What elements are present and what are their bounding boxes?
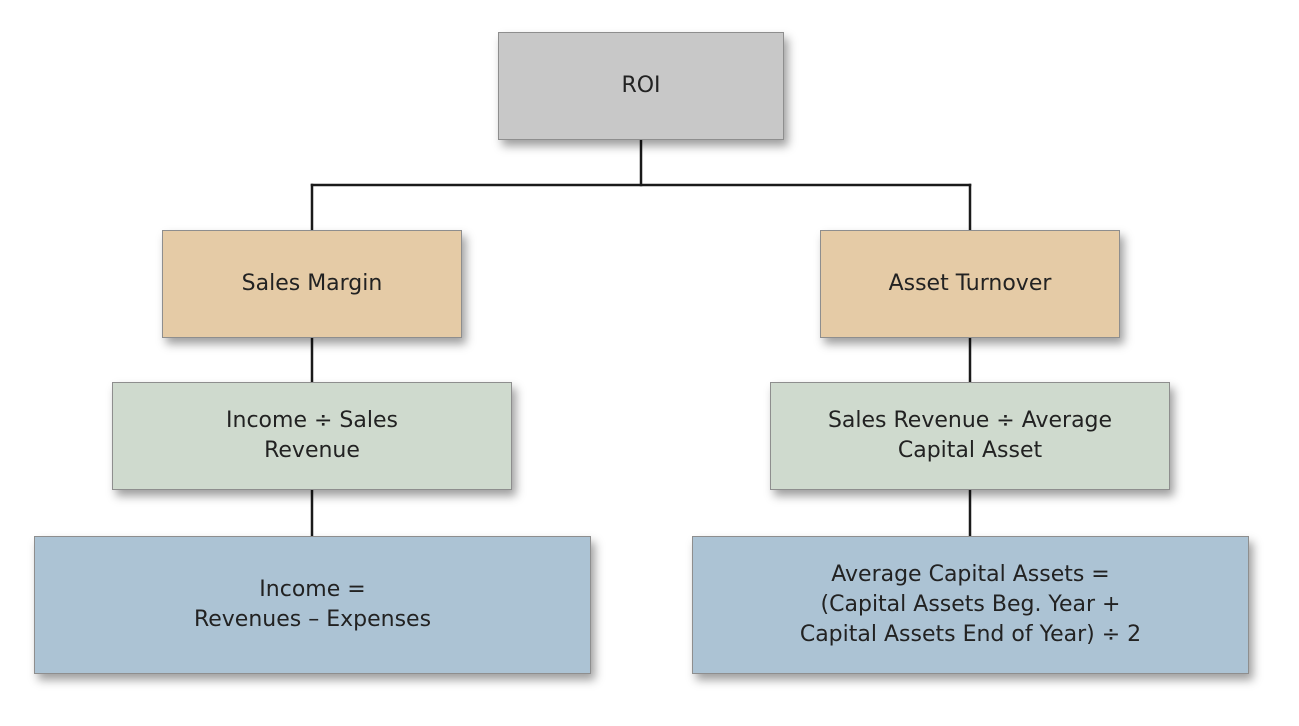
asset-turnover-label: Asset Turnover [888,271,1052,296]
sales-margin-formula-box: Income ÷ Sales Revenue [112,382,512,490]
asset-turnover-formula-box: Sales Revenue ÷ Average Capital Asset [770,382,1170,490]
sales-margin-formula-label: Income ÷ Sales Revenue [226,408,398,463]
asset-turnover-formula-label: Sales Revenue ÷ Average Capital Asset [827,408,1113,463]
average-capital-assets-box: Average Capital Assets = (Capital Assets… [692,536,1249,674]
roi-box: ROI [498,32,784,140]
average-capital-assets-label: Average Capital Assets = (Capital Assets… [799,562,1142,647]
income-definition-label: Income = Revenues – Expenses [193,577,432,632]
income-definition-box: Income = Revenues – Expenses [34,536,591,674]
roi-label: ROI [621,73,661,98]
sales-margin-box: Sales Margin [162,230,462,338]
sales-margin-label: Sales Margin [241,271,383,296]
asset-turnover-box: Asset Turnover [820,230,1120,338]
